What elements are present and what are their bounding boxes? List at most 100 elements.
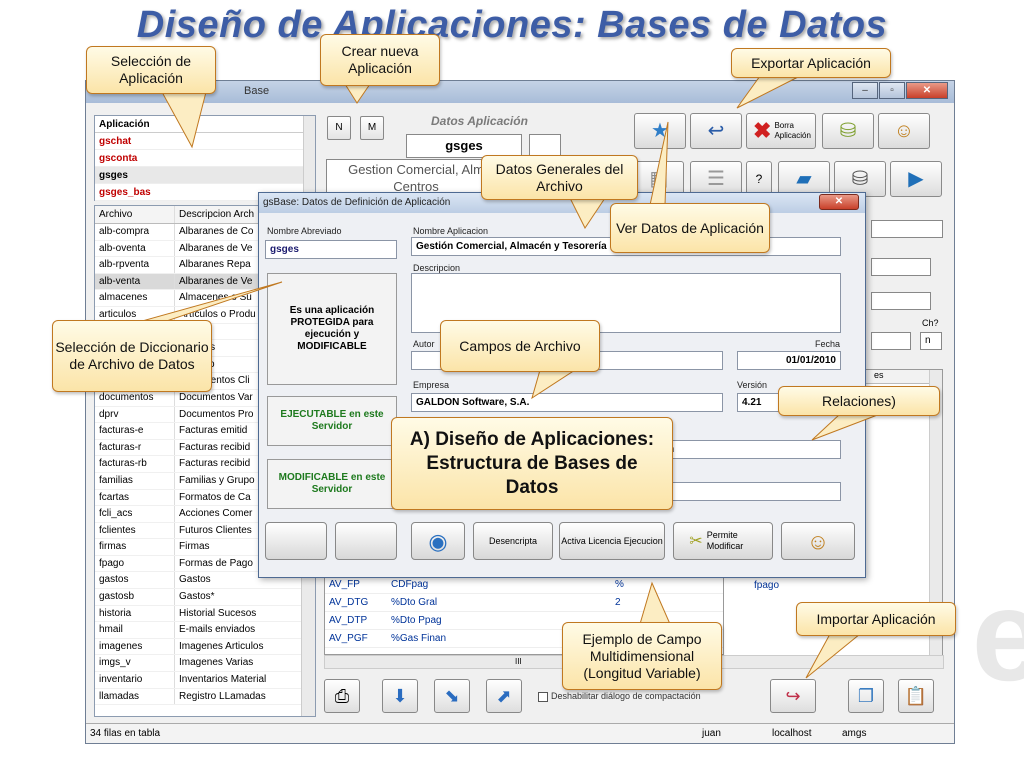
help-button[interactable]: ? [746, 161, 772, 197]
field-label: %Dto Gral [391, 597, 438, 608]
download-button[interactable]: ⬇ [382, 679, 418, 713]
export-disk-button[interactable]: ⬈ [486, 679, 522, 713]
book-button[interactable]: ▰ [778, 161, 830, 197]
import-icon: ↪ [785, 686, 801, 706]
dialog-blank-button-1[interactable] [265, 522, 327, 560]
app-name-field[interactable]: gsges [406, 134, 522, 158]
ejecutable-button[interactable]: EJECUTABLE en este Servidor [267, 396, 397, 446]
add-database-button[interactable]: ⛁ [834, 161, 886, 197]
file-name: facturas-e [95, 423, 175, 439]
delete-app-button[interactable]: ✖ Borra Aplicación [746, 113, 816, 149]
minimize-button[interactable]: – [852, 82, 878, 99]
file-name: imagenes [95, 638, 175, 655]
table-row[interactable]: AV_PGF%Gas Finan [325, 630, 723, 648]
app-list-scrollbar[interactable] [303, 116, 315, 200]
maximize-button[interactable]: ▫ [879, 82, 905, 99]
app-list-item-selected[interactable]: gsges [95, 167, 315, 184]
app-code-field[interactable] [529, 134, 561, 158]
relations-grid-scrollbar[interactable] [929, 370, 942, 662]
user-settings-button[interactable]: ☺ [878, 113, 930, 149]
globe-button[interactable]: ◉ [411, 522, 465, 560]
new-app-button-n[interactable]: N [327, 116, 351, 140]
file-name: hmail [95, 622, 175, 638]
play-button[interactable]: ▶ [890, 161, 942, 197]
import-disk-button[interactable]: ⬊ [434, 679, 470, 713]
dialog-user-button[interactable]: ☺ [781, 522, 855, 560]
stack-button[interactable]: ☰ [690, 161, 742, 197]
dialog-close-button[interactable]: ✕ [819, 194, 859, 210]
file-name: imgs_v [95, 655, 175, 672]
status-host: localhost [772, 728, 812, 739]
new-app-button-m[interactable]: M [360, 116, 384, 140]
file-description: Historial Sucesos [179, 607, 257, 619]
pointer-seleccion-app [161, 91, 207, 149]
database-button[interactable]: ⛁ [822, 113, 874, 149]
copy-button[interactable]: ❐ [848, 679, 884, 713]
paste-button[interactable]: 📋 [898, 679, 934, 713]
right-field-3[interactable] [871, 292, 931, 310]
table-row[interactable]: AV_DTP%Dto Ppag [325, 612, 723, 630]
file-name: familias [95, 472, 175, 489]
pointer-exportar [736, 75, 801, 109]
app-list-item[interactable]: gschat [95, 133, 315, 150]
compact-checkbox[interactable] [538, 691, 548, 702]
right-field-4[interactable] [871, 332, 911, 350]
callout-diseno: A) Diseño de Aplicaciones: Estructura de… [391, 417, 673, 510]
relations-grid-value: fpago [754, 580, 780, 591]
col-descripcion[interactable]: Descripcion Arch [179, 209, 255, 220]
desencripta-button[interactable]: Desencripta [473, 522, 553, 560]
app-list-item[interactable]: gsconta [95, 150, 315, 167]
print-button[interactable]: ⎙ [324, 679, 360, 713]
nombre-abreviado-field[interactable]: gsges [265, 240, 397, 259]
datos-aplicacion-label: Datos Aplicación [431, 114, 528, 128]
import-app-button[interactable]: ↪ [770, 679, 816, 713]
status-bar: 34 filas en tabla juan localhost amgs [86, 723, 954, 743]
file-description: Albaranes de Ve [179, 242, 253, 254]
fecha-field[interactable]: 01/01/2010 [737, 351, 841, 370]
export-app-button[interactable]: ↩ [690, 113, 742, 149]
app-list-item[interactable]: gsges_bas [95, 184, 315, 201]
ch-field[interactable]: n [920, 332, 942, 350]
help-icon: ? [755, 172, 763, 186]
file-name: documentos [95, 389, 175, 406]
right-field-1[interactable] [871, 220, 943, 238]
modificable-button[interactable]: MODIFICABLE en este Servidor [267, 459, 397, 509]
file-description: Facturas recibid [179, 458, 251, 470]
empresa-field[interactable]: GALDON Software, S.A. [411, 393, 723, 412]
file-name: alb-rpventa [95, 257, 175, 273]
compact-checkbox-row[interactable]: Deshabilitar diálogo de compactación [538, 691, 701, 702]
col-archivo[interactable]: Archivo [95, 206, 175, 223]
right-field-2[interactable] [871, 258, 931, 276]
close-button[interactable]: ✕ [906, 82, 948, 99]
dialog-blank-button-2[interactable] [335, 522, 397, 560]
delete-x-icon: ✖ [753, 118, 772, 143]
permite-modificar-button[interactable]: ✂ Permite Modificar [673, 522, 773, 560]
down-arrow-icon: ⬇ [392, 686, 408, 706]
watermark-letter: e [971, 562, 1024, 708]
activa-licencia-button[interactable]: Activa Licencia Ejecucion [559, 522, 665, 560]
